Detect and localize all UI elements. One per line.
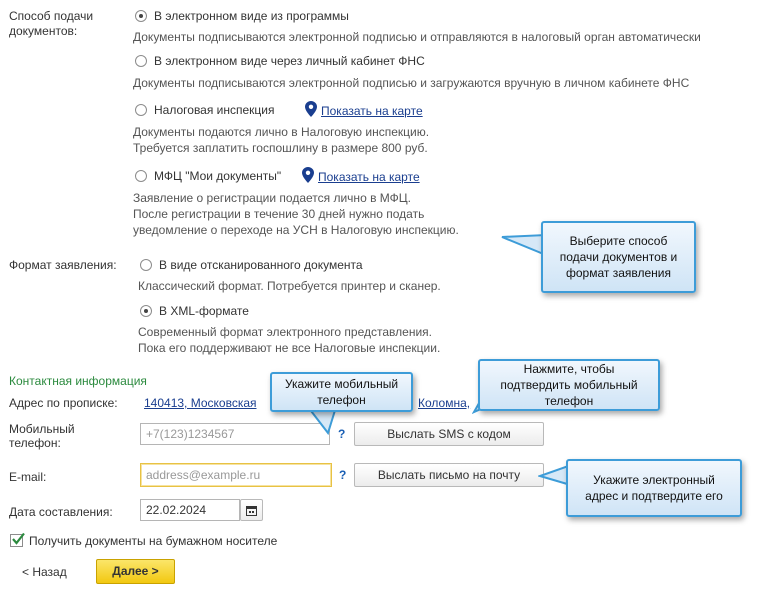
map-pin-icon xyxy=(305,101,317,117)
option-mfc-desc2: После регистрации в течение 30 дней нужн… xyxy=(133,207,425,221)
send-email-button[interactable]: Выслать письмо на почту xyxy=(354,463,544,487)
radio-electronic-program[interactable] xyxy=(135,10,147,22)
radio-xml[interactable] xyxy=(140,305,152,317)
email-input[interactable]: address@example.ru xyxy=(140,463,332,487)
callout-choose-method: Выберите способ подачи документов и форм… xyxy=(541,221,696,293)
option-scanned-label[interactable]: В виде отсканированного документа xyxy=(159,258,363,272)
date-label: Дата составления: xyxy=(9,505,113,519)
checkmark-icon xyxy=(12,532,25,545)
back-button[interactable]: < Назад xyxy=(22,565,67,579)
calendar-button[interactable] xyxy=(240,499,263,521)
option-tax-office-desc1: Документы подаются лично в Налоговую инс… xyxy=(133,125,430,139)
callout-confirm-phone: Нажмите, чтобы подтвердить мобильный тел… xyxy=(478,359,660,411)
radio-tax-office[interactable] xyxy=(135,104,147,116)
callout-phone: Укажите мобильный телефон xyxy=(270,372,413,412)
paper-docs-checkbox[interactable] xyxy=(10,532,25,547)
tax-office-map-link[interactable]: Показать на карте xyxy=(321,104,423,118)
address-link-tail[interactable]: Коломна, xyxy=(418,396,471,410)
radio-scanned[interactable] xyxy=(140,259,152,271)
option-mfc-desc1: Заявление о регистрации подается лично в… xyxy=(133,191,411,205)
email-label: E-mail: xyxy=(9,470,47,484)
paper-docs-label[interactable]: Получить документы на бумажном носителе xyxy=(29,534,278,548)
option-tax-office-label[interactable]: Налоговая инспекция xyxy=(154,103,275,117)
phone-help-icon[interactable]: ? xyxy=(338,427,346,441)
option-tax-office-desc2: Требуется заплатить госпошлину в размере… xyxy=(133,141,428,155)
option-mfc-label[interactable]: МФЦ "Мои документы" xyxy=(154,169,282,183)
phone-label-line1: Мобильный xyxy=(9,422,75,436)
radio-mfc[interactable] xyxy=(135,170,147,182)
send-sms-button[interactable]: Выслать SMS с кодом xyxy=(354,422,544,446)
phone-label-line2: телефон: xyxy=(9,436,61,450)
option-electronic-program-label[interactable]: В электронном виде из программы xyxy=(154,9,349,23)
option-electronic-program-desc: Документы подписываются электронной подп… xyxy=(133,30,701,44)
option-xml-label[interactable]: В XML-формате xyxy=(159,304,249,318)
option-xml-desc2: Пока его поддерживают не все Налоговые и… xyxy=(138,341,441,355)
contact-section-title: Контактная информация xyxy=(9,374,147,388)
email-help-icon[interactable]: ? xyxy=(339,468,347,482)
option-electronic-fns-desc: Документы подписываются электронной подп… xyxy=(133,76,690,90)
mfc-map-link[interactable]: Показать на карте xyxy=(318,170,420,184)
option-scanned-desc: Классический формат. Потребуется принтер… xyxy=(138,279,441,293)
radio-electronic-fns[interactable] xyxy=(135,55,147,67)
map-pin-icon xyxy=(302,167,314,183)
submission-method-label: Способ подачи документов: xyxy=(9,9,94,38)
format-label: Формат заявления: xyxy=(9,258,117,272)
callout-email: Укажите электронный адрес и подтвердите … xyxy=(566,459,742,517)
phone-input[interactable]: +7(123)1234567 xyxy=(140,423,330,445)
option-xml-desc1: Современный формат электронного представ… xyxy=(138,325,432,339)
address-link[interactable]: 140413, Московская xyxy=(144,396,257,410)
option-mfc-desc3: уведомление о переходе на УСН в Налогову… xyxy=(133,223,459,237)
option-electronic-fns-label[interactable]: В электронном виде через личный кабинет … xyxy=(154,54,425,68)
calendar-icon xyxy=(246,506,257,516)
date-input[interactable]: 22.02.2024 xyxy=(140,499,240,521)
next-button[interactable]: Далее > xyxy=(96,559,175,584)
address-label: Адрес по прописке: xyxy=(9,396,118,410)
